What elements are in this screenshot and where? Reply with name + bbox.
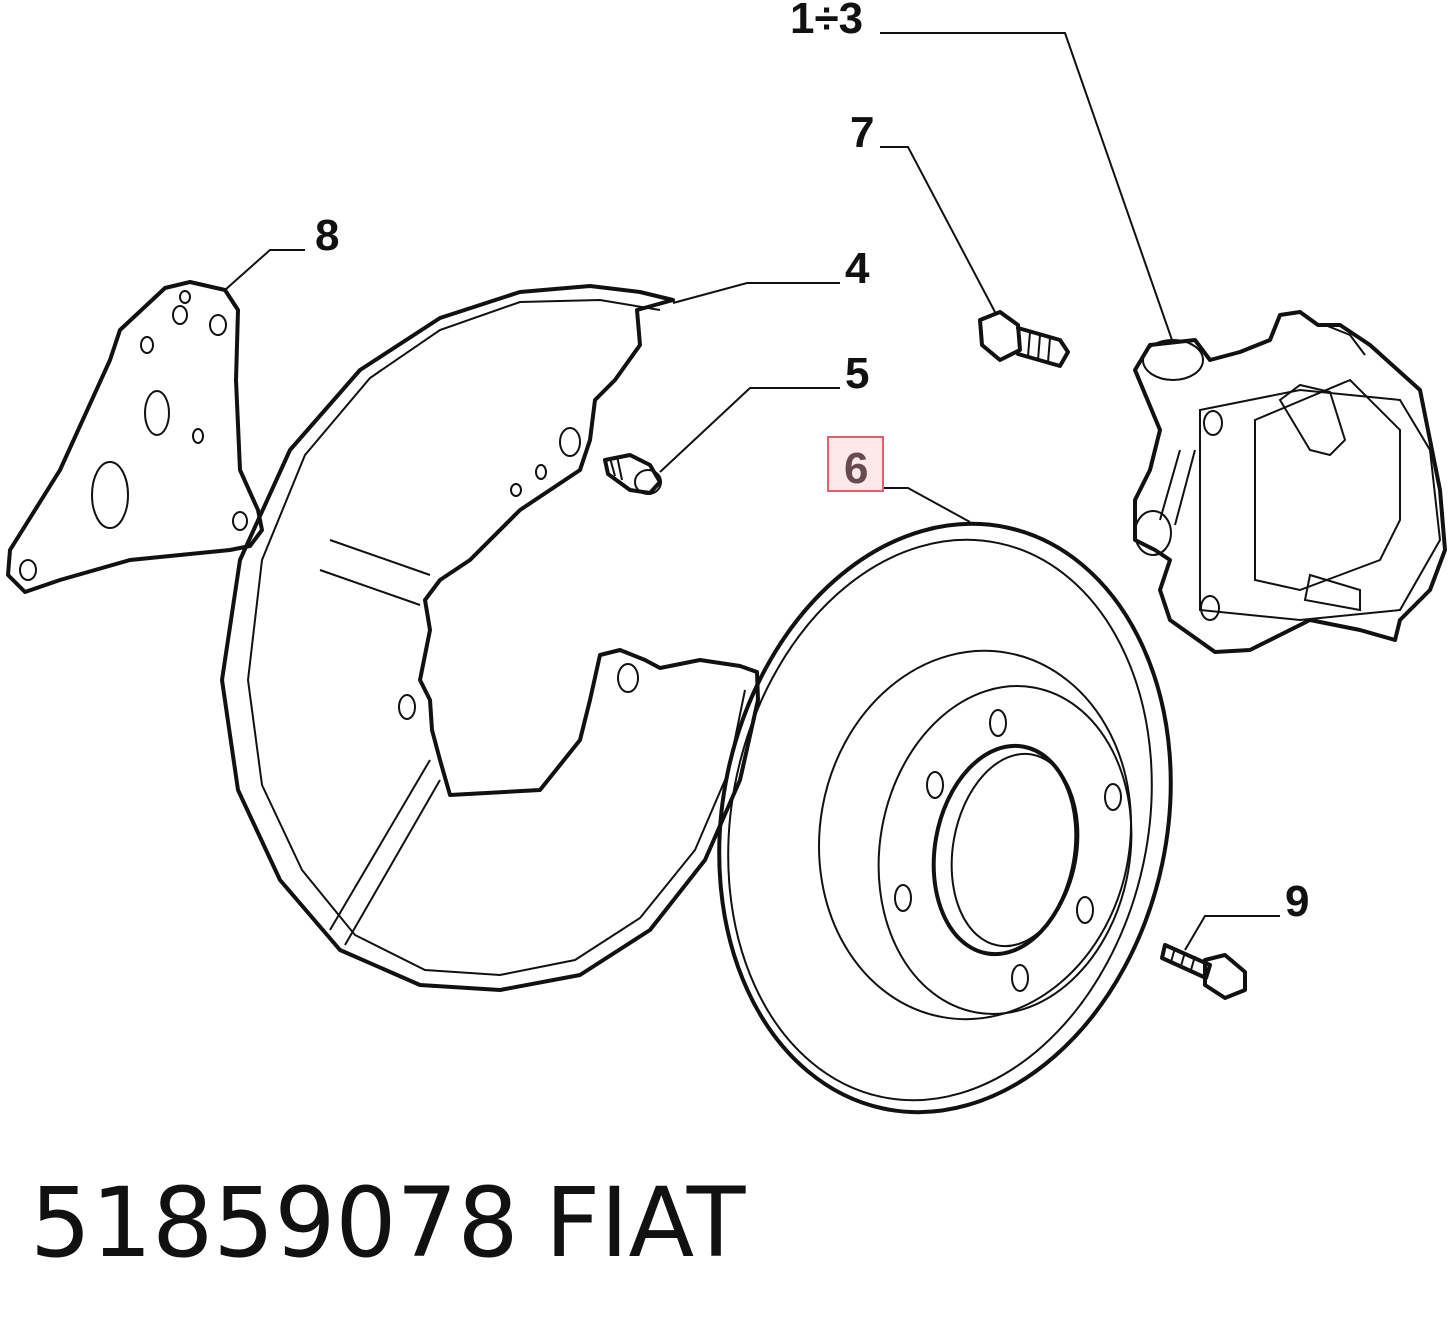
callout-labels: 1÷3 7 8 4 5 6 9 <box>315 0 1309 926</box>
leader-6 <box>880 487 971 523</box>
brake-disc-part-6 <box>717 521 1173 1115</box>
bolt-part-7 <box>978 310 1070 368</box>
leader-lines <box>224 32 1280 951</box>
part-number: 51859078 <box>30 1167 519 1279</box>
mounting-plate-part-8 <box>6 280 264 594</box>
callout-6-highlight <box>827 436 884 492</box>
bolt-part-9 <box>1160 943 1247 1000</box>
callout-4: 4 <box>845 244 870 293</box>
leader-5 <box>659 387 840 473</box>
leader-7 <box>880 146 996 313</box>
leader-8 <box>224 249 305 291</box>
callout-5: 5 <box>845 349 869 398</box>
brake-caliper-part-1-3 <box>1133 310 1447 654</box>
callout-7: 7 <box>850 108 874 157</box>
callout-1-3: 1÷3 <box>790 0 863 43</box>
callout-9: 9 <box>1285 877 1309 926</box>
brand-name: FIAT <box>545 1167 746 1279</box>
callout-8: 8 <box>315 211 339 260</box>
leader-9 <box>1184 915 1280 951</box>
screw-part-5 <box>603 453 662 495</box>
leader-4 <box>672 282 840 304</box>
callout-6: 6 <box>844 444 868 493</box>
leader-1-3 <box>880 32 1173 341</box>
dust-shield-part-4 <box>220 284 760 992</box>
